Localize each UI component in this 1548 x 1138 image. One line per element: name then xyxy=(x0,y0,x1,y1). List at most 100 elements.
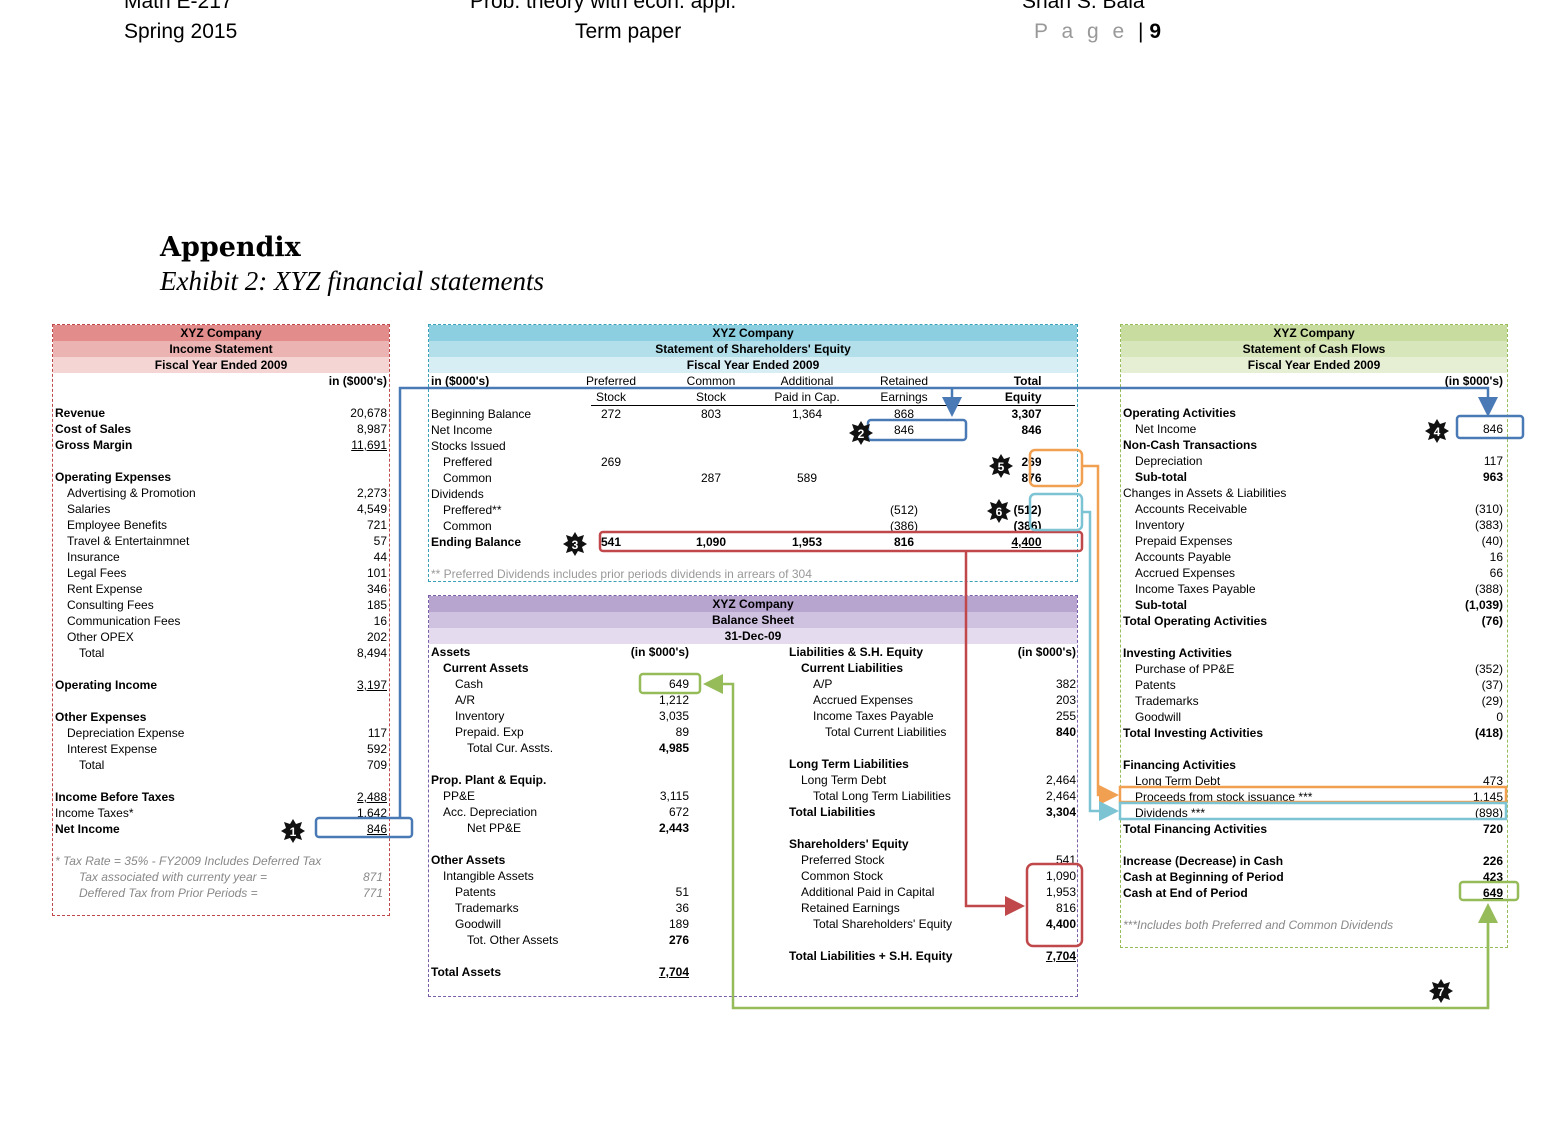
bs-value: 4,400 xyxy=(1045,917,1076,931)
is-value: 721 xyxy=(366,518,387,532)
bs-row xyxy=(431,836,731,852)
appendix-title: Appendix xyxy=(160,232,301,263)
bs-label: Trademarks xyxy=(455,901,519,915)
eq-col-head: Stock xyxy=(695,390,726,404)
cf-label: Depreciation xyxy=(1135,454,1203,468)
is-value: 3,197 xyxy=(356,678,387,692)
cf-row xyxy=(1121,741,1507,757)
bs-value: 2,464 xyxy=(1045,789,1076,803)
eq-label: Dividends xyxy=(431,487,484,501)
spacer xyxy=(53,837,389,853)
bs-row: Intangible Assets xyxy=(431,868,731,884)
badge-label: 1 xyxy=(290,825,297,839)
bs-label: Total Cur. Assts. xyxy=(467,741,554,755)
bs-label: Intangible Assets xyxy=(443,869,534,883)
cf-row: Proceeds from stock issuance ***1,145 xyxy=(1121,789,1507,805)
bs-label: A/R xyxy=(455,693,476,707)
bs-name: Balance Sheet xyxy=(429,612,1077,628)
eq-label: Beginning Balance xyxy=(431,407,532,421)
bs-label: Shareholders' Equity xyxy=(789,837,909,851)
bs-label: Additional Paid in Capital xyxy=(801,885,935,899)
badge-4: 4 xyxy=(1425,419,1449,443)
cf-label: Total Operating Activities xyxy=(1123,614,1268,628)
badge-label: 7 xyxy=(1438,985,1445,999)
is-value: 11,691 xyxy=(351,438,387,452)
bs-value: 203 xyxy=(1055,693,1076,707)
cf-value: 649 xyxy=(1482,886,1503,900)
eq-value: 1,953 xyxy=(791,535,823,549)
eq-label: Net Income xyxy=(431,423,493,437)
cf-value: (418) xyxy=(1474,726,1503,740)
eq-period: Fiscal Year Ended 2009 xyxy=(429,357,1077,373)
badge-label: 2 xyxy=(858,427,865,441)
bs-label: Current Liabilities xyxy=(801,661,904,675)
header-author: Shan S. Bala xyxy=(1022,0,1145,13)
cf-label: Proceeds from stock issuance *** xyxy=(1135,790,1313,804)
eq-label: Preffered xyxy=(443,455,493,469)
cf-row: Income Taxes Payable(388) xyxy=(1121,581,1507,597)
eq-col-head: Additional xyxy=(780,374,834,388)
eq-col-head: Stock xyxy=(595,390,626,404)
cf-row: Dividends ***(898) xyxy=(1121,805,1507,821)
badge-label: 6 xyxy=(996,505,1003,519)
bs-value: (in $000's) xyxy=(630,645,689,659)
cf-value: (37) xyxy=(1481,678,1503,692)
cf-value: 473 xyxy=(1482,774,1503,788)
is-value: 117 xyxy=(367,726,387,740)
cf-label: Changes in Assets & Liabilities xyxy=(1123,486,1287,500)
eq-row: Stocks Issued xyxy=(429,438,1077,454)
page-number: 9 xyxy=(1149,20,1162,43)
is-label: Total xyxy=(79,758,105,772)
eq-value: 589 xyxy=(796,471,818,485)
eq-col-head: Preferred xyxy=(585,374,637,388)
eq-label: Stocks Issued xyxy=(431,439,506,453)
bs-value: (in $000's) xyxy=(1017,645,1076,659)
is-unit-row: in ($000's) xyxy=(53,373,389,389)
bs-value: 2,464 xyxy=(1045,773,1076,787)
bs-label: Patents xyxy=(455,885,496,899)
eq-value: 272 xyxy=(600,407,622,421)
cf-period: Fiscal Year Ended 2009 xyxy=(1121,357,1507,373)
eq-value: 269 xyxy=(600,455,622,469)
badge-1: 1 xyxy=(281,819,305,843)
is-value: 20,678 xyxy=(350,406,387,420)
is-value: 592 xyxy=(366,742,387,756)
bs-value: 7,704 xyxy=(658,965,689,979)
bs-label: Total Liabilities xyxy=(789,805,876,819)
cf-value: (383) xyxy=(1474,518,1503,532)
cf-label: Accounts Receivable xyxy=(1135,502,1248,516)
cf-label: Goodwill xyxy=(1135,710,1182,724)
cf-value: (76) xyxy=(1481,614,1503,628)
is-value: 101 xyxy=(366,566,387,580)
eq-value: 803 xyxy=(700,407,722,421)
is-note-label: Deffered Tax from Prior Periods = xyxy=(79,886,258,900)
bs-value: 4,985 xyxy=(658,741,689,755)
is-label: Interest Expense xyxy=(67,742,158,756)
is-note-label: Tax associated with currenty year = xyxy=(79,870,267,884)
is-label: Consulting Fees xyxy=(67,598,154,612)
bs-label: Accrued Expenses xyxy=(813,693,914,707)
bs-row: Assets(in $000's) xyxy=(431,644,731,660)
bs-value: 541 xyxy=(1055,853,1076,867)
cf-row xyxy=(1121,837,1507,853)
bs-value: 276 xyxy=(668,933,689,947)
